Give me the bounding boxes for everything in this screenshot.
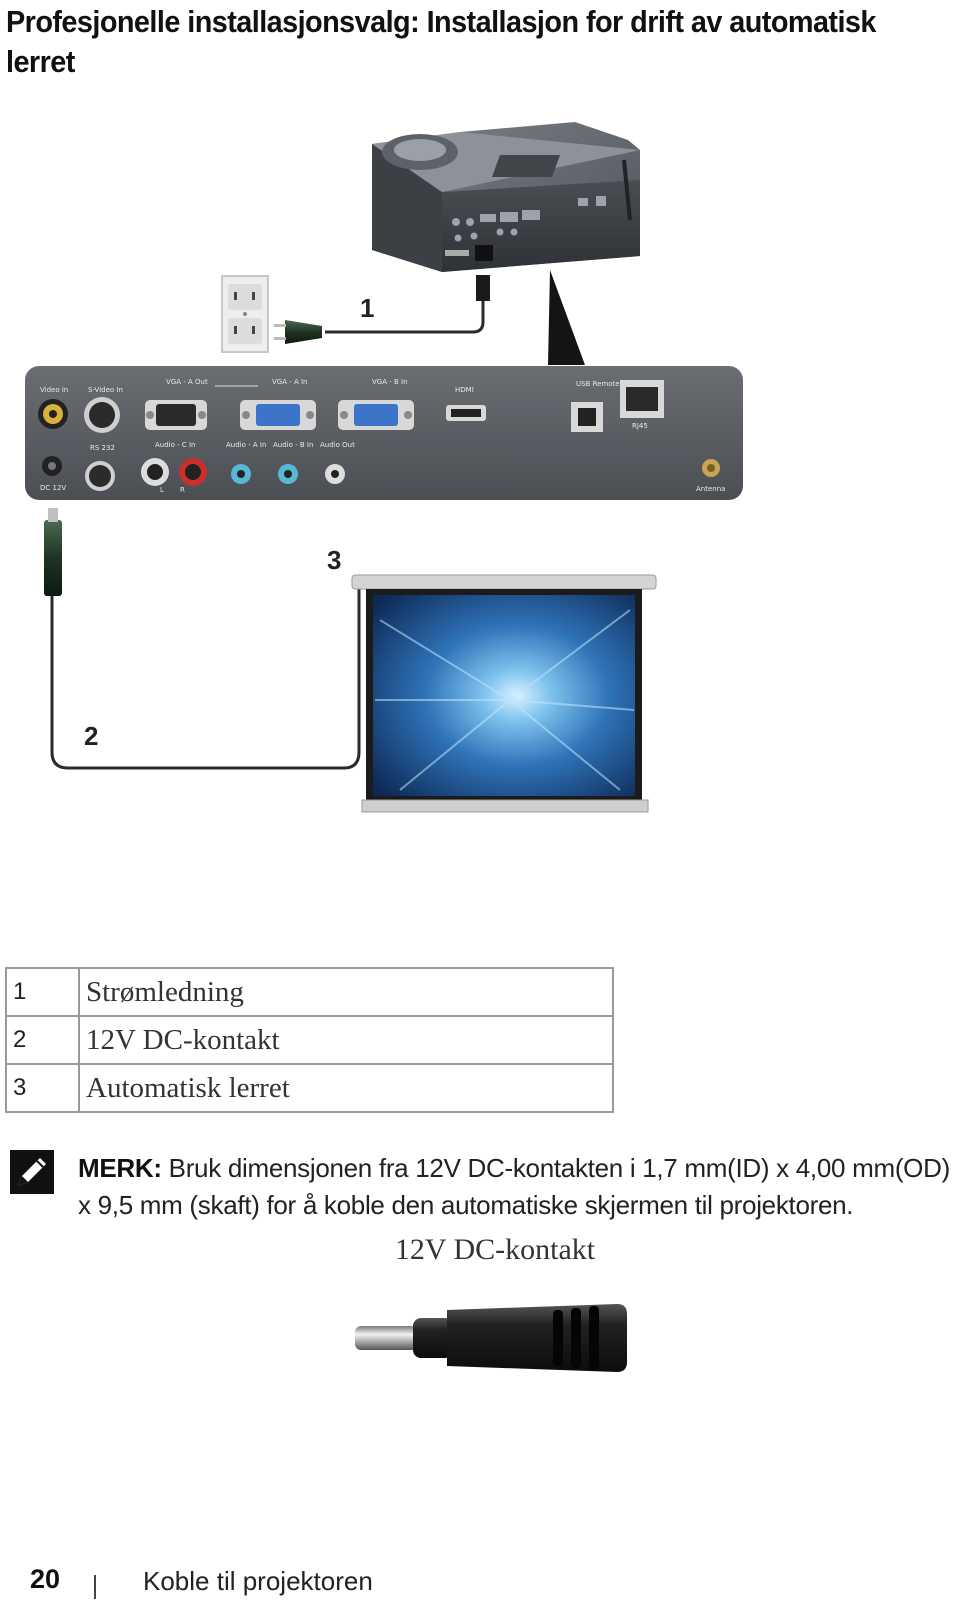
svg-text:Audio - C In: Audio - C In (155, 441, 196, 449)
legend-table: 1 Strømledning 2 12V DC-kontakt 3 Automa… (5, 967, 614, 1113)
motorized-screen (351, 574, 657, 813)
svg-text:Antenna: Antenna (696, 485, 725, 493)
svg-text:Video in: Video in (40, 386, 68, 394)
svg-text:DC 12V: DC 12V (40, 484, 66, 492)
legend-row: 2 12V DC-kontakt (5, 1015, 614, 1065)
dc-plug (44, 508, 62, 596)
legend-row: 1 Strømledning (5, 967, 614, 1017)
svg-text:Audio - B In: Audio - B In (273, 441, 313, 449)
svg-text:USB Remote: USB Remote (576, 380, 620, 388)
note-text: MERK: Bruk dimensjonen fra 12V DC-kontak… (78, 1150, 958, 1224)
note-body: Bruk dimensjonen fra 12V DC-kontakten i … (78, 1153, 950, 1220)
legend-text: Automatisk lerret (78, 1063, 614, 1113)
svg-text:HDMI: HDMI (455, 386, 474, 394)
svg-text:RS 232: RS 232 (90, 444, 115, 452)
svg-text:VGA - B In: VGA - B In (372, 378, 408, 386)
svg-text:VGA - A In: VGA - A In (272, 378, 308, 386)
svg-text:S-Video In: S-Video In (88, 386, 123, 394)
page-heading: Profesjonelle installasjonsvalg: Install… (6, 4, 876, 79)
wall-outlet (221, 275, 269, 353)
legend-text: Strømledning (78, 967, 614, 1017)
legend-number: 1 (5, 967, 80, 1017)
callout-1: 1 (360, 293, 374, 323)
svg-text:Audio Out: Audio Out (320, 441, 355, 449)
footer-separator (94, 1575, 96, 1599)
svg-text:RJ45: RJ45 (632, 422, 648, 430)
svg-text:VGA - A Out: VGA - A Out (166, 378, 208, 386)
dc-connector-image (355, 1304, 627, 1372)
legend-row: 3 Automatisk lerret (5, 1063, 614, 1113)
legend-number: 2 (5, 1015, 80, 1065)
svg-text:R: R (180, 486, 185, 494)
dc-connector-caption: 12V DC-kontakt (394, 1233, 596, 1266)
power-plug (274, 320, 322, 344)
svg-text:L: L (160, 486, 164, 494)
projector (372, 122, 640, 272)
note-label: MERK: (78, 1153, 162, 1183)
rear-panel: Video in S-Video In VGA - A Out VGA - A … (25, 366, 743, 500)
legend-text: 12V DC-kontakt (78, 1015, 614, 1065)
page-number: 20 (30, 1564, 61, 1594)
legend-number: 3 (5, 1063, 80, 1113)
callout-2: 2 (84, 721, 98, 751)
callout-3: 3 (327, 545, 341, 575)
note-pencil-icon (10, 1150, 54, 1194)
installation-diagram: 1 Video in S-Video In VGA - A Out VGA - … (25, 122, 743, 813)
svg-text:Audio - A In: Audio - A In (226, 441, 266, 449)
footer-section-title: Koble til projektoren (143, 1566, 373, 1596)
